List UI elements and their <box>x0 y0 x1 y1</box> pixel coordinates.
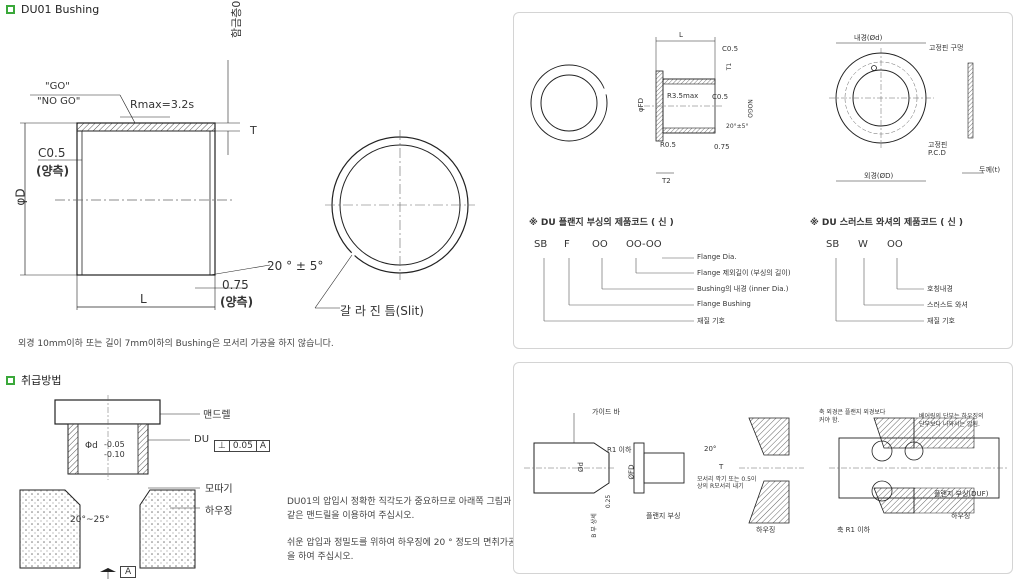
flange-code-f: F <box>564 239 570 250</box>
bullet-icon <box>6 5 15 14</box>
washer-desc-1: 스러스트 와셔 <box>927 301 968 309</box>
washer-code-w: W <box>858 239 868 250</box>
washer-desc-0: 호칭내경 <box>927 285 953 293</box>
flange-c05b-label: C0.5 <box>712 93 729 101</box>
b-detail-label: B 부 상세 <box>590 513 598 538</box>
handling-desc-1: DU01의 압입시 정확한 직각도가 중요하므로 아래쪽 그림과 <box>287 497 512 507</box>
t-label: T <box>250 124 257 137</box>
flange-code-len: OO-OO <box>626 239 662 250</box>
flange-desc-0: Flange Dia. <box>697 253 737 261</box>
flange-rmax-label: R3.5max <box>667 92 699 100</box>
du-label: DU <box>194 434 210 445</box>
flange-code-sb: SB <box>534 239 548 250</box>
washer-outer-label: 외경(ØD) <box>864 172 894 180</box>
tolerance-label: -0.05-0.10 <box>104 440 125 459</box>
b025-label: 0.25 <box>605 494 613 509</box>
handling-desc-2: 같은 맨드릴을 이용하여 주십시오. <box>287 511 415 521</box>
flange-l-label: L <box>679 31 683 39</box>
datum-a-label: A <box>120 566 137 578</box>
flange-c05a-label: C0.5 <box>722 45 739 53</box>
flange-code-title: ※ DU 플랜지 부싱의 제품코드 ( 신 ) <box>529 218 674 228</box>
rmax-label: Rmax=3.2s <box>130 98 195 111</box>
bullet-icon <box>6 375 15 385</box>
r1-label: R1 이하 <box>607 446 632 454</box>
section-title-bushing: DU01 Bushing <box>6 3 99 16</box>
handling-desc-4: 을 하여 주십시오. <box>287 552 354 562</box>
phi-d-label: φD <box>13 188 28 206</box>
assembly-panel: 가이드 바 R1 이하 Ød ØFD 0.25 B 부 상세 플랜지 부싱 20… <box>513 362 1013 574</box>
flange-t1-label: T1 <box>726 62 734 71</box>
handling-drawing <box>19 395 200 579</box>
handling-desc-3: 쉬운 압입과 정밀도를 위하여 하우징에 20 ° 정도의 면취가공 <box>287 538 517 548</box>
housing-label: 하우징 <box>205 506 233 517</box>
handling-title: 취급방법 <box>21 374 62 387</box>
flange-t2-label: T2 <box>662 177 671 185</box>
assembly-t-label: T <box>719 463 724 471</box>
assembly-drawing <box>524 413 1009 524</box>
dim-075-label: 0.75 <box>222 278 249 292</box>
phi-d-small-label: Φd <box>85 441 98 451</box>
l-label: L <box>140 292 147 306</box>
go-label: "GO" <box>45 81 70 92</box>
product-code-panel: L C0.5 T1 φFD R3.5max C0.5 NOGO 20°±5° R… <box>513 12 1013 349</box>
washer-desc-2: 재질 기호 <box>927 317 955 325</box>
washer-code-sb: SB <box>826 239 840 250</box>
assembly-phi-fd-label: ØFD <box>627 464 636 480</box>
handling-angle-label: 20°~25° <box>70 515 110 525</box>
c05-label: C0.5 <box>38 146 66 160</box>
both-sides-label-2: (양측) <box>220 295 254 309</box>
bushing-drawing <box>20 60 475 310</box>
washer-inner-label: 내경(Ød) <box>854 34 883 42</box>
angle-label: 20 ° ± 5° <box>267 259 324 273</box>
washer-code-title: ※ DU 스러스트 와셔의 제품코드 ( 신 ) <box>810 218 964 228</box>
flange-desc-3: Flange Bushing <box>697 300 751 308</box>
flange-075-label: 0.75 <box>714 143 730 151</box>
flange-r05-label: R0.5 <box>660 141 676 149</box>
code-leader-lines <box>543 257 924 322</box>
flange-nogo-label: NOGO <box>745 99 753 118</box>
flange-angle-label: 20°±5° <box>726 123 749 130</box>
flange-phi-fd-label: φFD <box>637 97 646 113</box>
flange-desc-2: Bushing의 내경 (inner Dia.) <box>697 285 789 293</box>
chamfer-dim-label: 함금층0.3±0.1 <box>230 0 243 38</box>
mandrel-label: 맨드렐 <box>203 410 231 421</box>
washer-thick-label: 두께(t) <box>979 166 1001 174</box>
assembly-flange-bushing-label: 플랜지 부싱 <box>646 512 681 520</box>
both-sides-label: (양측) <box>36 164 70 178</box>
nogo-label: "NO GO" <box>37 96 81 107</box>
flange-desc-4: 재질 기호 <box>697 317 725 325</box>
slit-label: 갈 라 진 틈(Slit) <box>340 304 424 318</box>
assembly-housing-label-2: 하우징 <box>951 512 971 520</box>
bushing-title: DU01 Bushing <box>21 3 100 16</box>
washer-pin-hole-label: 고정핀 구멍 <box>929 44 964 52</box>
assembly-angle-label: 20° <box>704 445 717 453</box>
assembly-housing-label: 하우징 <box>756 526 776 534</box>
guide-bar-label: 가이드 바 <box>592 408 620 416</box>
chamfer-note: 외경 10mm이하 또는 길이 7mm이하의 Bushing은 모서리 가공을 … <box>18 339 334 349</box>
section-title-handling: 취급방법 <box>6 372 61 388</box>
flange-code-dia: OO <box>592 239 608 250</box>
perpendicularity-frame: ⊥ 0.05 A <box>214 440 271 452</box>
washer-code-dia: OO <box>887 239 903 250</box>
assembly-phi-d-label: Ød <box>576 462 585 472</box>
flange-desc-1: Flange 제외길이 (부싱의 길이) <box>697 269 791 277</box>
shaft-r1-label: 축 R1 이하 <box>837 526 871 534</box>
chamfer-handling-label: 모따기 <box>205 484 233 495</box>
bearing-note: 베어링의 단부는 하우징의 단부보다 나와서는 않됨. <box>919 413 984 428</box>
washer-pcd-label: 고정핀 P.C.D <box>928 141 948 157</box>
shaft-note: 축 외경은 플랜지 외경보다 커야 함. <box>819 409 886 424</box>
corner-note: 모서리 깍기 또는 0.5이상의 R모서리 내기 <box>697 476 757 490</box>
flange-washer-drawing <box>530 37 984 182</box>
flange-duf-label: 플랜지 부싱(DUF) <box>934 490 989 498</box>
